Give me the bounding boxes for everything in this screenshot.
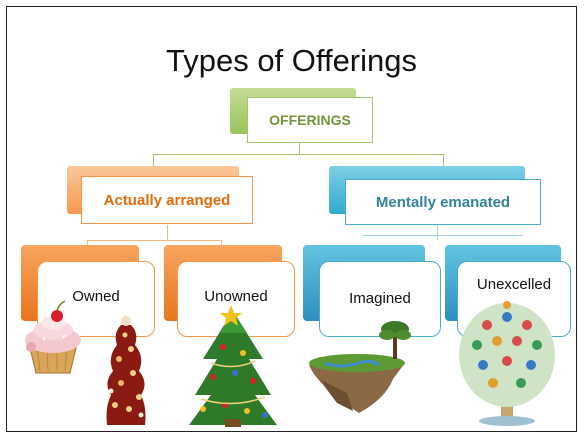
connector-left-down [167, 225, 168, 240]
mentally-emanated-label: Mentally emanated [375, 193, 511, 211]
actually-arranged-label: Actually arranged [103, 191, 231, 209]
connector-right-down [437, 225, 438, 240]
connector-right-bar [363, 235, 523, 236]
imagined-node: Imagined [319, 261, 441, 337]
connector-root-right [443, 154, 444, 166]
offerings-label: OFFERINGS [269, 112, 351, 128]
christmas-tree-icon [189, 305, 277, 427]
offering-pictures [25, 300, 555, 427]
cupcake-icon [25, 300, 81, 374]
owned-label: Owned [72, 288, 120, 305]
connector-root-left [153, 154, 154, 166]
actually-arranged-node: Actually arranged [81, 176, 253, 224]
slide-title: Types of Offerings [166, 43, 417, 78]
mentally-emanated-node: Mentally emanated [345, 179, 541, 225]
connector-root-down [299, 139, 300, 154]
connector-root-bar [153, 154, 443, 155]
slide: Types of Offerings OFFERINGS Actually ar… [6, 6, 577, 432]
floating-island-icon [309, 321, 411, 413]
unowned-label: Unowned [204, 288, 268, 305]
offerings-node: OFFERINGS [247, 97, 373, 143]
sweet-tower-icon [106, 316, 146, 425]
unowned-node: Unowned [177, 261, 295, 337]
unexcelled-label: Unexcelled [476, 276, 552, 293]
imagined-label: Imagined [349, 290, 411, 307]
jeweled-tree-icon [459, 301, 555, 426]
connector-left-bar [87, 240, 221, 241]
